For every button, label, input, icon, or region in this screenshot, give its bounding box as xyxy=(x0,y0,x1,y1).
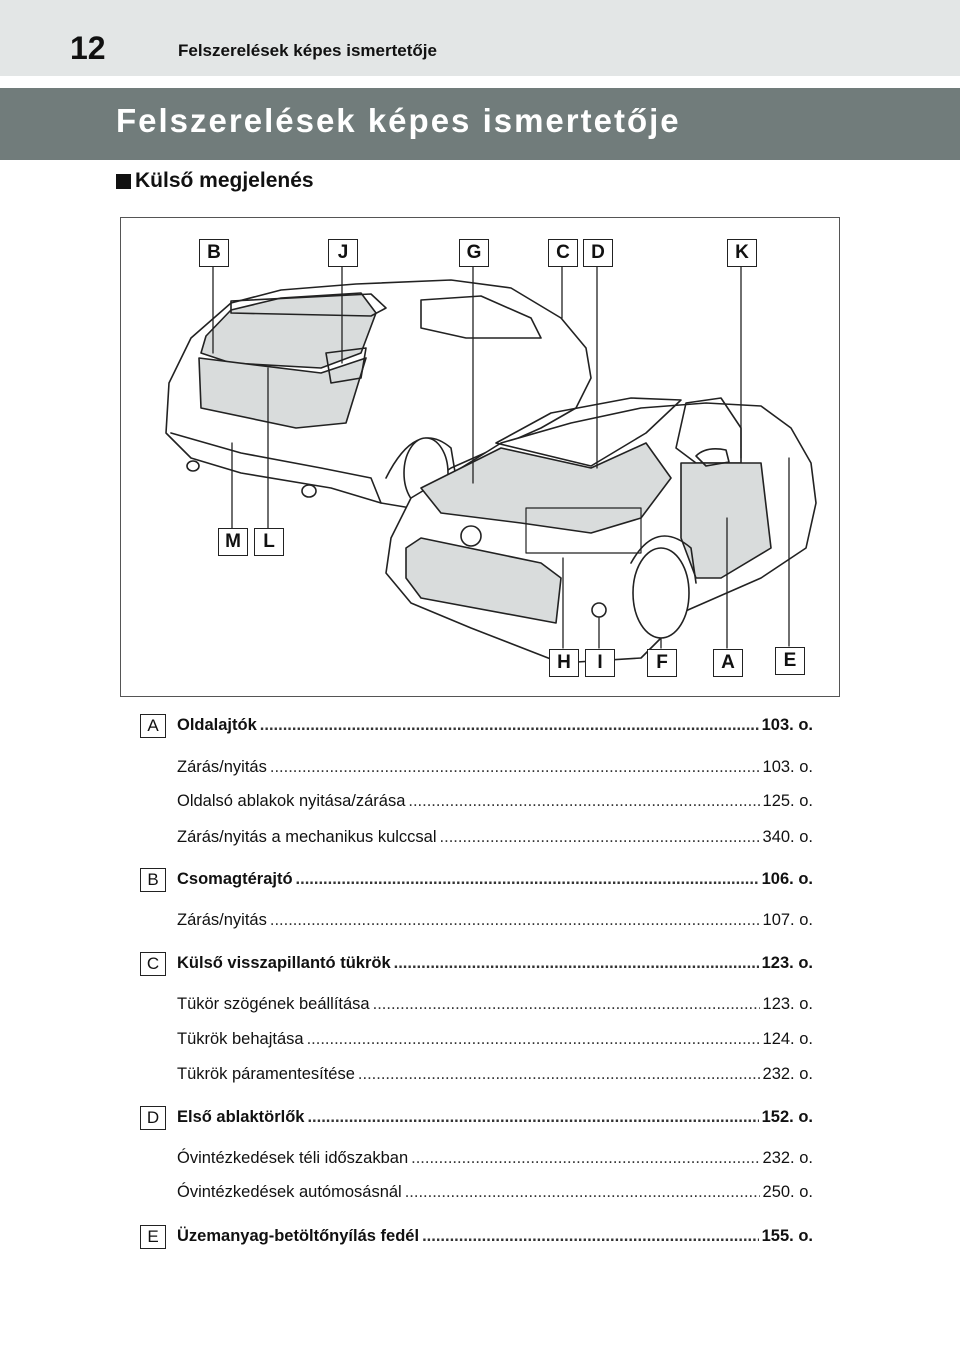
rear-bumper xyxy=(170,432,382,504)
entry-e-main[interactable]: Üzemanyag-betöltőnyílás fedél 155. o. xyxy=(177,1225,813,1247)
callout-b: B xyxy=(199,239,229,267)
sub-entry-page: 123. o. xyxy=(762,995,813,1013)
front-door xyxy=(680,462,772,579)
entry-letter-a: A xyxy=(140,714,166,738)
leader-dots xyxy=(270,909,760,931)
entry-b-main[interactable]: Csomagtérajtó 106. o. xyxy=(177,868,813,890)
entry-title: Első ablaktörlők xyxy=(177,1108,305,1126)
entry-title: Üzemanyag-betöltőnyílás fedél xyxy=(177,1227,420,1245)
leader-dots xyxy=(405,1181,760,1203)
sub-entry-label: Oldalsó ablakok nyitása/zárása xyxy=(177,792,406,810)
running-title: Felszerelések képes ismertetője xyxy=(178,41,437,60)
entry-letter-c: C xyxy=(140,952,166,976)
black-square-icon xyxy=(116,173,131,189)
callout-h: H xyxy=(549,649,579,677)
sub-entry-label: Óvintézkedések autómosásnál xyxy=(177,1183,402,1201)
side-mirror xyxy=(695,448,730,467)
entry-letter-e: E xyxy=(140,1225,166,1249)
side-window-rear-car xyxy=(420,295,542,339)
tailgate-panel xyxy=(198,357,367,429)
entry-c-sub-2[interactable]: Tükrök behajtása 124. o. xyxy=(177,1028,813,1050)
entry-a-main[interactable]: Oldalajtók 103. o. xyxy=(177,714,813,736)
leader-dots xyxy=(394,952,759,974)
entry-page: 152. o. xyxy=(761,1108,813,1126)
entry-title: Csomagtérajtó xyxy=(177,870,293,888)
title-band xyxy=(0,88,960,160)
rear-light-right xyxy=(325,347,367,384)
entry-page: 103. o. xyxy=(761,716,813,734)
front-windshield xyxy=(495,397,682,467)
callout-f: F xyxy=(647,649,677,677)
sub-entry-page: 340. o. xyxy=(762,828,813,846)
entry-c-sub-1[interactable]: Tükör szögének beállítása 123. o. xyxy=(177,993,813,1015)
callout-g: G xyxy=(459,239,489,267)
callout-d: D xyxy=(583,239,613,267)
leader-dots xyxy=(270,756,760,778)
car-illustration xyxy=(165,265,817,664)
entry-b-sub-1[interactable]: Zárás/nyitás 107. o. xyxy=(177,909,813,931)
leader-dots xyxy=(440,826,760,848)
sub-entry-label: Zárás/nyitás xyxy=(177,911,267,929)
sub-entry-page: 232. o. xyxy=(762,1065,813,1083)
front-grille xyxy=(405,537,562,624)
callout-l: L xyxy=(254,528,284,556)
callout-m: M xyxy=(218,528,248,556)
front-wheel-arch xyxy=(630,535,697,584)
sub-entry-page: 107. o. xyxy=(762,911,813,929)
page-title: Felszerelések képes ismertetője xyxy=(116,102,681,139)
callout-e: E xyxy=(775,647,805,675)
sub-entry-label: Zárás/nyitás a mechanikus kulccsal xyxy=(177,828,437,846)
entry-a-sub-2[interactable]: Oldalsó ablakok nyitása/zárása 125. o. xyxy=(177,790,813,812)
entry-letter-b: B xyxy=(140,868,166,892)
rear-window xyxy=(200,292,377,369)
callout-k: K xyxy=(727,239,757,267)
entry-a-sub-3[interactable]: Zárás/nyitás a mechanikus kulccsal 340. … xyxy=(177,826,813,848)
section-heading: Külső megjelenés xyxy=(116,168,314,194)
entry-title: Külső visszapillantó tükrök xyxy=(177,954,391,972)
leader-dots xyxy=(411,1147,759,1169)
sub-entry-page: 103. o. xyxy=(762,758,813,776)
entry-d-sub-1[interactable]: Óvintézkedések téli időszakban 232. o. xyxy=(177,1147,813,1169)
callout-a: A xyxy=(713,649,743,677)
entry-title: Oldalajtók xyxy=(177,716,257,734)
callout-j: J xyxy=(328,239,358,267)
sub-entry-label: Tükör szögének beállítása xyxy=(177,995,370,1013)
callout-c: C xyxy=(548,239,578,267)
entry-c-main[interactable]: Külső visszapillantó tükrök 123. o. xyxy=(177,952,813,974)
entry-a-sub-1[interactable]: Zárás/nyitás 103. o. xyxy=(177,756,813,778)
sub-entry-label: Óvintézkedések téli időszakban xyxy=(177,1149,409,1167)
front-hood xyxy=(420,442,672,534)
sub-entry-label: Tükrök behajtása xyxy=(177,1030,304,1048)
header-bar xyxy=(0,0,960,76)
page-number: 12 xyxy=(70,30,106,66)
entry-page: 123. o. xyxy=(761,954,813,972)
leader-dots xyxy=(307,1028,760,1050)
entry-c-sub-3[interactable]: Tükrök páramentesítése 232. o. xyxy=(177,1063,813,1085)
entry-d-sub-2[interactable]: Óvintézkedések autómosásnál 250. o. xyxy=(177,1181,813,1203)
leader-dots xyxy=(358,1063,760,1085)
sub-entry-label: Tükrök páramentesítése xyxy=(177,1065,355,1083)
sub-entry-page: 125. o. xyxy=(762,792,813,810)
car-exterior-figure: B J G C D K M L H I F A E xyxy=(120,217,840,697)
leader-dots xyxy=(260,714,759,736)
leader-dots xyxy=(373,993,760,1015)
sub-entry-page: 124. o. xyxy=(762,1030,813,1048)
entry-d-main[interactable]: Első ablaktörlők 152. o. xyxy=(177,1106,813,1128)
callout-i: I xyxy=(585,649,615,677)
rear-spoiler xyxy=(230,293,387,317)
sub-entry-page: 250. o. xyxy=(762,1183,813,1201)
entry-letter-d: D xyxy=(140,1106,166,1130)
sub-entry-label: Zárás/nyitás xyxy=(177,758,267,776)
section-heading-text: Külső megjelenés xyxy=(135,169,314,192)
sub-entry-page: 232. o. xyxy=(762,1149,813,1167)
leader-dots xyxy=(296,868,759,890)
entry-page: 106. o. xyxy=(761,870,813,888)
leader-dots xyxy=(307,1106,758,1128)
leader-dots xyxy=(422,1225,759,1247)
leader-dots xyxy=(408,790,759,812)
entry-page: 155. o. xyxy=(761,1227,813,1245)
